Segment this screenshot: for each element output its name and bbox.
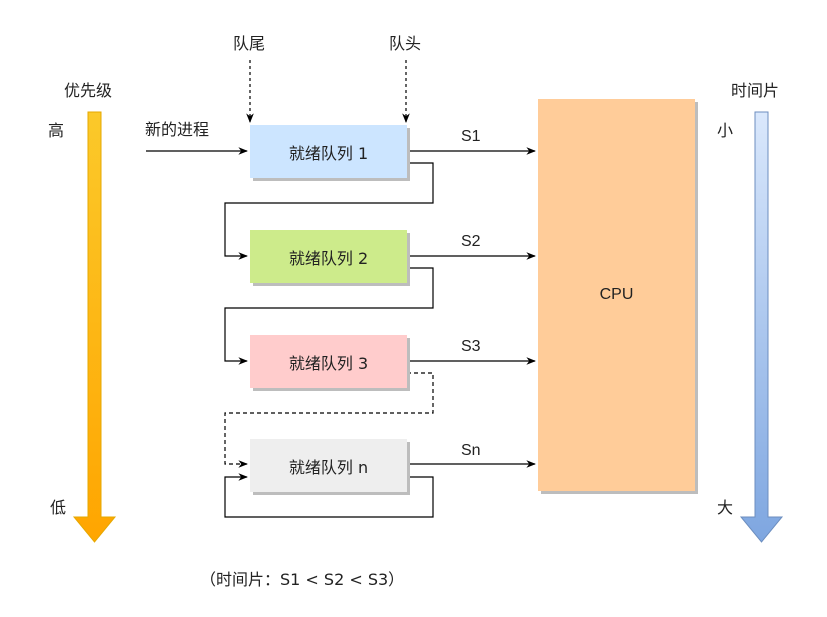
footnote: （时间片：S1 < S2 < S3） [200, 570, 405, 589]
tail-label: 队尾 [233, 34, 266, 53]
timeslice-arrow [739, 111, 784, 543]
timeslice-small-label: 小 [717, 121, 734, 140]
priority-title: 优先级 [64, 81, 113, 100]
ready-queue-n: 就绪队列 n [250, 439, 407, 492]
slice-label-s1: S1 [461, 128, 481, 145]
demote-2-to-3 [224, 267, 434, 365]
ready-queue-1-label: 就绪队列 1 [288, 143, 369, 163]
cpu-box: CPU [538, 99, 695, 491]
timeslice-large-label: 大 [717, 498, 734, 517]
cpu-label: CPU [599, 286, 634, 303]
ready-queue-1: 就绪队列 1 [250, 125, 407, 178]
head-label: 队头 [389, 34, 422, 53]
slice-label-s3: S3 [461, 338, 481, 355]
ready-queue-2-label: 就绪队列 2 [288, 248, 369, 268]
demote-3-to-n [224, 372, 434, 468]
ready-queue-3-label: 就绪队列 3 [288, 353, 369, 373]
priority-high-label: 高 [48, 121, 65, 140]
slice-label-s2: S2 [461, 233, 481, 250]
ready-queue-3: 就绪队列 3 [250, 335, 407, 388]
ready-queue-n-label: 就绪队列 n [288, 457, 369, 477]
new-process-label: 新的进程 [145, 120, 210, 139]
ready-queue-2: 就绪队列 2 [250, 230, 407, 283]
priority-low-label: 低 [50, 498, 67, 517]
slice-label-sn: Sn [461, 442, 481, 459]
loop-n-to-n [224, 473, 434, 518]
priority-arrow [72, 111, 117, 543]
demote-1-to-2 [224, 162, 434, 260]
timeslice-title: 时间片 [731, 81, 780, 100]
